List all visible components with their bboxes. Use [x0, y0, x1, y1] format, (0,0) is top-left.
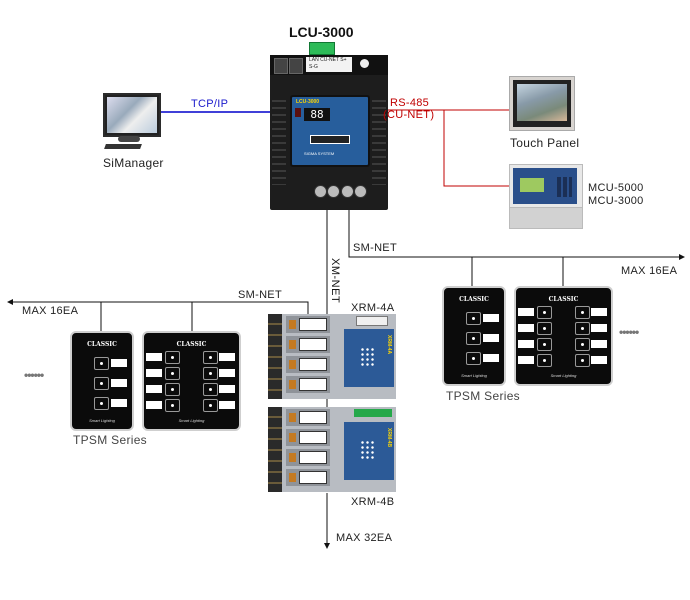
- tpsm-brand: CLASSIC: [87, 341, 117, 348]
- terminal-screw: [341, 185, 354, 198]
- smnet-left-label: SM-NET: [238, 289, 282, 301]
- tpsm-3-switch-left: CLASSIC Smart Lighting: [70, 331, 134, 431]
- keypad: [557, 177, 572, 197]
- tpsm-3-switch-right: CLASSIC Smart Lighting: [442, 286, 506, 386]
- xrm-4a-nameplate: XRM-4A: [386, 335, 392, 355]
- pc-stand-icon: [118, 136, 140, 142]
- rs485-line-mcu: [443, 110, 509, 187]
- mcu-label-2: MCU-3000: [588, 195, 644, 207]
- smnet-left-line: [7, 299, 309, 316]
- lcd-display: [520, 178, 544, 192]
- screw-terminal: [274, 58, 288, 74]
- tpsm-8-switch-left: CLASSIC Smart Lighting: [142, 331, 241, 431]
- dip-switch: [310, 135, 350, 144]
- cunet-label: (CU-NET): [383, 109, 435, 121]
- screw-terminal: [289, 58, 303, 74]
- tpsm-brand: CLASSIC: [459, 296, 489, 303]
- port-labels: LAN CU-NET S+ S-G: [306, 57, 352, 72]
- pc-monitor-icon: [103, 93, 161, 137]
- green-connector: [309, 42, 335, 55]
- tpsm-footer: Smart Lighting: [461, 373, 487, 378]
- brand-label: SIGMA SYSTEM: [304, 151, 335, 156]
- terminal-screw: [354, 185, 367, 198]
- smnet-right-line: [348, 200, 685, 260]
- lcu-front-panel: LCU-3000 88 SIGMA SYSTEM: [290, 95, 370, 167]
- mcu-device: [509, 164, 583, 229]
- terminal-screw: [327, 185, 340, 198]
- touch-screen-image: [517, 84, 567, 121]
- rs485-label: RS-485: [390, 97, 430, 109]
- seven-seg-display: 88: [304, 108, 330, 121]
- tpsm-footer: Smart Lighting: [550, 373, 577, 378]
- max-bottom-label: MAX 32EA: [336, 532, 393, 544]
- tpsm-brand: CLASSIC: [548, 296, 579, 303]
- mcu-label-1: MCU-5000: [588, 182, 644, 194]
- tpsm-series-left-label: TPSM Series: [73, 433, 147, 447]
- terminal-screw: [314, 185, 327, 198]
- panel-name: LCU-3000: [296, 99, 320, 105]
- more-indicator-right: ••••••: [619, 325, 639, 339]
- max-left-label: MAX 16EA: [22, 305, 79, 317]
- xrm-4b-module: XRM-4B: [268, 407, 396, 492]
- xrm-4a-module: XRM-4A: [268, 314, 396, 399]
- pc-label: SiManager: [103, 156, 164, 170]
- tpsm-8-switch-right: CLASSIC Smart Lighting: [514, 286, 613, 386]
- smnet-right-label: SM-NET: [353, 242, 397, 254]
- controller-title: LCU-3000: [289, 24, 354, 40]
- more-indicator-left: ••••••: [24, 368, 44, 382]
- xrm-4b-label: XRM-4B: [351, 496, 395, 508]
- tpsm-footer: Smart Lighting: [89, 418, 115, 423]
- lan-port: [360, 59, 369, 68]
- keyboard-icon: [104, 144, 142, 149]
- xrm-4a-label: XRM-4A: [351, 302, 395, 314]
- tcpip-label: TCP/IP: [191, 98, 229, 110]
- max-right-label: MAX 16EA: [621, 265, 678, 277]
- touch-panel-device: [509, 76, 575, 131]
- vent-left: [272, 95, 286, 185]
- lcu-controller[interactable]: LAN CU-NET S+ S-G LCU-3000 88 SIGMA SYST…: [270, 55, 388, 210]
- status-led: [295, 108, 301, 117]
- tpsm-series-right-label: TPSM Series: [446, 389, 520, 403]
- tpsm-brand: CLASSIC: [176, 341, 207, 348]
- xmnet-label: XM-NET: [329, 258, 341, 304]
- xrm-4b-nameplate: XRM-4B: [386, 428, 392, 448]
- tpsm-footer: Smart Lighting: [178, 418, 205, 423]
- vent-right: [372, 95, 386, 185]
- touch-panel-label: Touch Panel: [510, 136, 580, 150]
